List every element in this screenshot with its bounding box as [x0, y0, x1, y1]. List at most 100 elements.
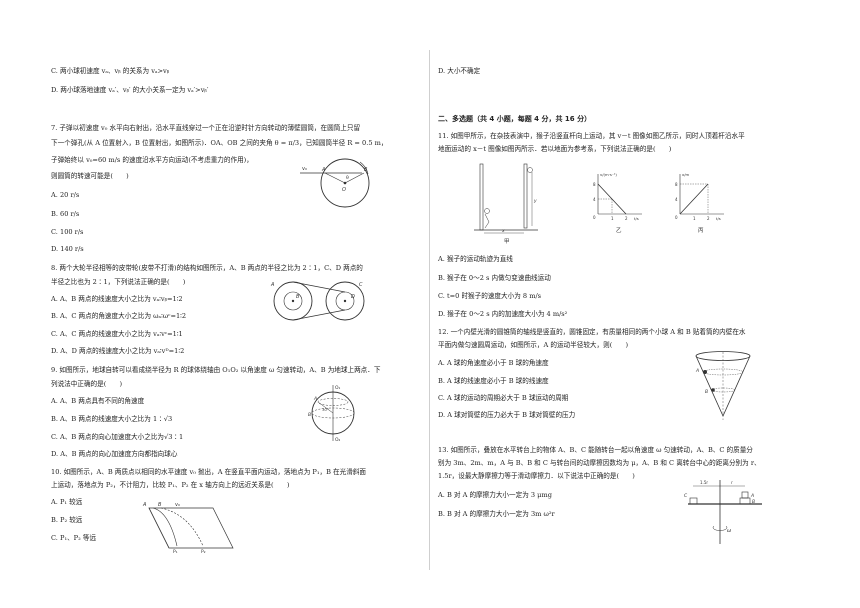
q10-option-c: C. P₁、P₂ 等远: [51, 534, 97, 542]
q8-stem-line2: 半径之比也为 2∶1，下列说法正确的是( ): [51, 278, 186, 286]
q8-option-d: D. A、D 两点的线速度大小之比为 vₐ∶vᴰ=1∶2: [51, 347, 185, 355]
q12-option-d: D. A 球对筒壁的压力必大于 B 球对筒壁的压力: [438, 411, 576, 419]
yi-origin: 0: [593, 215, 596, 220]
column-divider: [429, 50, 430, 570]
fig12-a-label: A: [695, 368, 699, 374]
q8-option-a: A. A、B 两点的线速度大小之比为 vₐ∶vᵦ=1∶2: [51, 295, 183, 303]
fig11-bing-caption: 丙: [698, 227, 704, 234]
q6-option-c: C. 两小球初速度 vₐ、vᵦ 的关系为 vₐ>vᵦ: [51, 67, 170, 75]
yi-tick-8: 8: [593, 182, 596, 187]
figure-q11-bing-xt-graph: x/m t/s 8 4 0 1 2 丙: [675, 172, 724, 234]
q13-stem-line2: 别为 3m、2m、m，A 与 B、B 和 C 与转台间的动摩擦因数均为 μ，A、…: [438, 459, 761, 467]
fig9-o2-label: O₂: [335, 437, 341, 443]
belt-top: [292, 281, 346, 293]
q13-option-a: A. B 对 A 的摩擦力大小一定为 3 μmg: [438, 491, 552, 499]
q7-option-a: A. 20 r/s: [51, 191, 80, 199]
q11-option-c: C. t=0 时猴子的速度大小为 8 m/s: [438, 292, 542, 300]
q7-option-d: D. 140 r/s: [51, 245, 84, 253]
fig9-b-label: B: [308, 412, 311, 418]
q7-stem-line1: 7. 子弹以初速度 v₀ 水平向右射出，沿水平直线穿过一个正在沿逆时针方向转动的…: [51, 124, 361, 132]
q9-option-c: C. A、B 两点的向心加速度大小之比为√3∶1: [51, 433, 184, 441]
block-b: [739, 497, 751, 505]
fig13-r-label: r: [731, 480, 733, 485]
figure-q11-jia: x y 甲: [474, 163, 538, 245]
q13-option-b: B. B 对 A 的摩擦力大小一定为 3m ω²r: [438, 510, 555, 518]
bing-tick-8: 8: [675, 182, 678, 187]
figure-q7-cylinder: v₀ A B O θ: [300, 158, 370, 208]
incline-plane: [148, 507, 234, 549]
fig9-angle-label: 30°: [322, 407, 329, 412]
fig13-a-label: A: [750, 493, 754, 499]
q8-option-c: C. A、C 两点的线速度大小之比为 vₐ∶vᶜ=1∶1: [51, 330, 183, 338]
q6-option-d: D. 两小球落地速度 vₐ′、vᵦ′ 的大小关系一定为 vₐ′>vᵦ′: [51, 86, 209, 94]
q9-stem-line1: 9. 如图所示，地球自转可以看成绕半径为 R 的球体绕轴由 O₁O₂ 以角速度 …: [51, 366, 381, 374]
q11-option-d: D. 猴子在 0～2 s 内的加速度大小为 4 m/s²: [438, 310, 568, 318]
ball-a: [703, 370, 707, 374]
q7-stem-line2: 下一个弹孔(从 A 位置射入，B 位置射出，如图所示)．OA、OB 之间的夹角 …: [51, 139, 388, 147]
fig7-a-label: A: [321, 167, 326, 173]
q12-stem-line2: 平面内做匀速圆周运动，如图所示，A 的运动半径较大，则( ): [438, 341, 629, 349]
q7-option-c: C. 100 r/s: [51, 228, 84, 236]
bing-tick-1: 1: [693, 216, 696, 221]
q10-option-d: D. 大小不确定: [438, 67, 481, 75]
q9-option-a: A. A、B 两点具有不同的角速度: [51, 397, 145, 405]
bing-tick-4: 4: [675, 197, 678, 202]
figure-q9-earth: O₁ O₂ A B 30°: [308, 385, 355, 443]
fig13-b-label: B: [752, 499, 755, 505]
fixed-pole: [479, 163, 484, 231]
q7-stem-line3: 子弹始终以 v₀=60 m/s 的速度沿水平方向运动(不考虑重力的作用)，: [51, 156, 253, 164]
q9-option-b: B. A、B 两点的线速度大小之比为 1∶√3: [51, 415, 173, 423]
figure-q13-turntable: 1.5r r A B C ω: [684, 480, 762, 544]
q8-stem-line1: 8. 两个大轮半径相等的皮带轮(皮带不打滑)的结构如图所示，A、B 两点的半径之…: [51, 264, 363, 272]
q11-option-b: B. 猴子在 0～2 s 内做匀变速曲线运动: [438, 274, 551, 282]
q10-option-a: A. P₁ 较远: [51, 498, 83, 506]
yi-tick-1: 1: [611, 216, 614, 221]
q12-stem-line1: 12. 一个内壁光滑的圆锥筒的轴线是竖直的，圆锥固定，有质量相同的两个小球 A …: [438, 328, 746, 336]
fig8-c-label: C: [359, 282, 363, 288]
figure-q11-yi-vt-graph: v/(m·s⁻¹) t/s 8 4 0 1 2 乙: [593, 172, 642, 234]
orbit-b: [710, 387, 736, 393]
fig12-b-label: B: [705, 389, 708, 395]
section-heading: 二、多选题（共 4 小题，每题 4 分，共 16 分）: [438, 115, 592, 123]
fig10-p1-label: P₁: [173, 549, 178, 555]
fig10-a-label: A: [142, 502, 147, 508]
fig13-1-5r-label: 1.5r: [700, 480, 708, 485]
fig8-b-label: B: [296, 294, 300, 300]
moving-pole: [523, 163, 528, 229]
block-c: [689, 497, 698, 505]
belt-bottom: [292, 309, 346, 321]
yi-tick-2: 2: [625, 216, 628, 221]
q9-option-d: D. A、B 两点的向心加速度方向都指向球心: [51, 450, 178, 458]
fig9-o1-label: O₁: [335, 385, 341, 391]
fig10-p2-label: P₂: [201, 549, 206, 555]
monkey-icon: [527, 167, 533, 173]
q10-stem-line1: 10. 如图所示，A、B 两质点以相同的水平速度 v₀ 抛出，A 在竖直平面内运…: [51, 468, 366, 476]
q9-stem-line2: 列说法中正确的是( ): [51, 380, 123, 388]
cylinder-circle: [320, 158, 370, 208]
yi-x-axis-label: t/s: [634, 216, 639, 221]
fig11-y-label: y: [533, 199, 537, 204]
yi-tick-4: 4: [593, 197, 596, 202]
trajectory-a: [152, 507, 178, 547]
q7-option-b: B. 60 r/s: [51, 210, 80, 218]
q12-option-b: B. A 球的线速度必小于 B 球的线速度: [438, 377, 549, 385]
block-a: [741, 491, 749, 499]
fig13-omega-label: ω: [727, 528, 731, 534]
fig7-v0-label: v₀: [302, 166, 307, 172]
fig11-jia-caption: 甲: [504, 238, 510, 245]
fig9-a-label: A: [313, 396, 317, 402]
bing-y-axis-label: x/m: [682, 172, 690, 177]
figure-q12-cone: A B: [695, 351, 751, 420]
fig7-b-label: B: [364, 167, 368, 173]
trajectory-b: [160, 507, 204, 547]
rotation-arrow: [712, 525, 728, 531]
fig11-x-label: x: [501, 229, 505, 234]
fig7-theta-label: θ: [346, 175, 349, 181]
fig8-d-label: D: [351, 294, 355, 300]
figure-q10-incline: A B v₀ P₁ P₂: [142, 502, 234, 555]
q8-option-b: B. A、C 两点的角速度大小之比为 ωₐ∶ωᶜ=1∶2: [51, 312, 187, 320]
fig7-o-label: O: [342, 187, 346, 193]
q10-stem-line2: 上运动，落地点为 P₂，不计阻力，比较 P₁、P₂ 在 x 轴方向上的远近关系是…: [51, 481, 290, 489]
fig10-b-label: B: [158, 502, 162, 508]
q13-stem-line1: 13. 如图所示，叠放在水平转台上的物体 A、B、C 能随转台一起以角速度 ω …: [438, 446, 753, 454]
